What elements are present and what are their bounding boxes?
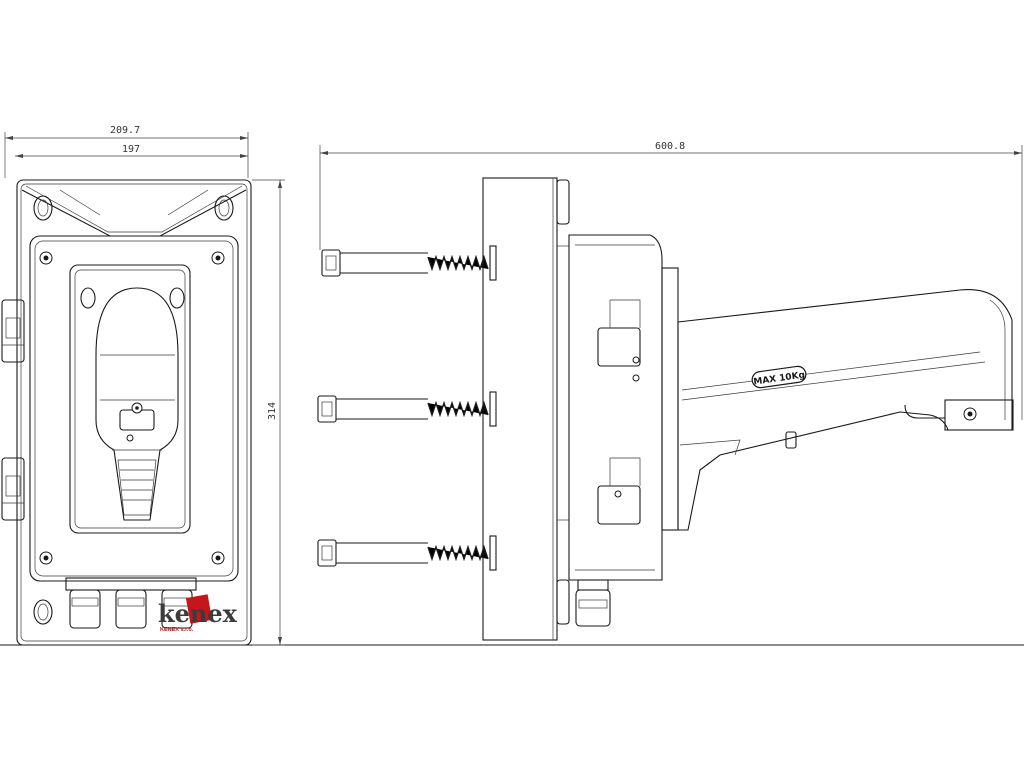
- screw-icon: [39, 251, 225, 565]
- anchor-bolt-bottom: [317, 535, 497, 571]
- camera-mount-body: [95, 287, 179, 521]
- arm-flange: [661, 267, 679, 531]
- dimension-inner-width: 197: [15, 144, 248, 158]
- arm-mount-end: [944, 399, 1014, 431]
- dimension-overall-width-label: 209.7: [110, 125, 140, 136]
- anchor-bolt-middle: [317, 391, 497, 427]
- anchor-bolt-top: [321, 245, 497, 281]
- dimension-height-label: 314: [267, 402, 278, 420]
- mounting-hole-icon: [33, 195, 234, 625]
- front-cover: [69, 264, 191, 534]
- logo-wordmark: kenex: [158, 599, 238, 628]
- front-view: [1, 179, 252, 646]
- bracket-arm: [677, 289, 1013, 531]
- front-mount-plate: [16, 179, 252, 646]
- dimension-overall-length-label: 600.8: [655, 141, 685, 152]
- load-rating-badge: MAX 10Kg: [751, 365, 807, 389]
- front-housing: [29, 235, 239, 582]
- logo-subtitle: KENEX s.r.o.: [160, 627, 194, 633]
- kenex-logo: kenex KENEX s.r.o.: [158, 594, 238, 633]
- cable-gland-icon: [575, 579, 611, 627]
- side-junction-box: [568, 234, 663, 581]
- side-wall-plate: [482, 177, 558, 641]
- side-view: MAX 10Kg: [317, 177, 1014, 641]
- hinge-icon: [1, 299, 25, 521]
- dimension-overall-width: 209.7: [4, 125, 249, 178]
- dimension-overall-length: 600.8: [319, 141, 1023, 420]
- dimension-inner-width-label: 197: [122, 144, 140, 155]
- dimension-height: 314: [252, 179, 285, 646]
- hinge-icon: [597, 299, 641, 525]
